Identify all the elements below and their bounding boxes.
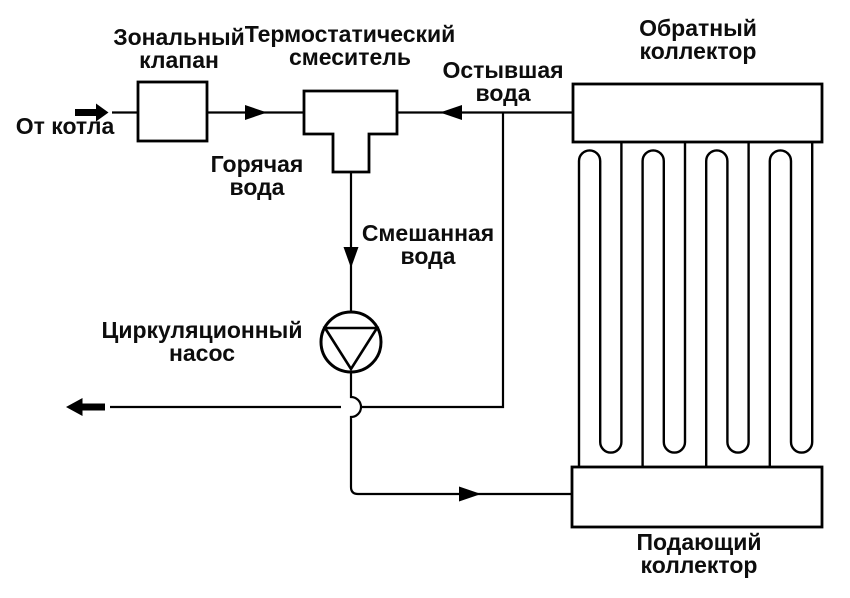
hot-water-label-line1: Горячая bbox=[210, 151, 304, 177]
zonal-valve-label-line2: клапан bbox=[139, 47, 219, 73]
supply-collector-label-line2: коллектор bbox=[640, 552, 758, 578]
supply-collector-label-line1: Подающий bbox=[636, 529, 762, 555]
floor-loop-2 bbox=[641, 142, 687, 467]
cooled-water-label-line2: вода bbox=[475, 80, 531, 106]
return-collector-label: Обратный коллектор bbox=[639, 17, 757, 63]
return-collector-label-line2: коллектор bbox=[639, 38, 757, 64]
floor-loop-1 bbox=[577, 142, 623, 467]
zonal-valve-label-line1: Зональный bbox=[113, 24, 245, 50]
thermostatic-mixer-label-line2: смеситель bbox=[288, 44, 412, 70]
return-collector-symbol bbox=[571, 82, 824, 144]
boiler-inlet-arrow-icon bbox=[75, 103, 109, 122]
supply-collector-arrow-icon bbox=[459, 486, 481, 502]
from-boiler-label: От котла bbox=[16, 115, 115, 138]
mixed-water-arrow-icon bbox=[343, 247, 359, 268]
pump-impeller-triangle-icon bbox=[322, 326, 380, 372]
mixed-water-label-line1: Смешанная bbox=[361, 220, 495, 246]
return-to-boiler-arrow-icon bbox=[66, 398, 105, 416]
circulation-pump-label-line1: Циркуляционный bbox=[101, 317, 303, 343]
cooled-water-label: Остывшая вода bbox=[442, 59, 563, 105]
supply-collector-label: Подающий коллектор bbox=[637, 531, 762, 577]
hot-water-label: Горячая вода bbox=[211, 153, 304, 199]
floor-loop-4 bbox=[768, 142, 814, 467]
zonal-valve-label: Зональный клапан bbox=[113, 26, 245, 72]
valve-to-mixer-arrow-icon bbox=[245, 105, 267, 120]
thermostatic-mixer-label-line1: Термостатический bbox=[244, 21, 456, 47]
pipe-return-branch bbox=[361, 112, 505, 409]
mixed-water-label-line2: вода bbox=[400, 243, 456, 269]
thermostatic-mixer-label: Термостатический смеситель bbox=[245, 23, 456, 69]
mixed-water-label: Смешанная вода bbox=[362, 222, 494, 268]
circulation-pump-symbol bbox=[319, 310, 383, 374]
cooled-water-arrow-icon bbox=[440, 105, 462, 120]
cooled-water-label-line1: Остывшая bbox=[442, 57, 564, 83]
circulation-pump-label: Циркуляционный насос bbox=[102, 319, 303, 365]
return-collector-label-line1: Обратный bbox=[639, 15, 757, 41]
from-boiler-text: От котла bbox=[15, 113, 115, 139]
hot-water-label-line2: вода bbox=[229, 174, 285, 200]
floor-loop-3 bbox=[705, 142, 750, 467]
thermostatic-mixer-symbol bbox=[302, 89, 399, 174]
supply-collector-symbol bbox=[570, 465, 824, 529]
pipe-pump-to-supply-collector bbox=[349, 372, 573, 496]
zonal-valve-symbol bbox=[136, 80, 209, 143]
circulation-pump-label-line2: насос bbox=[168, 340, 236, 366]
